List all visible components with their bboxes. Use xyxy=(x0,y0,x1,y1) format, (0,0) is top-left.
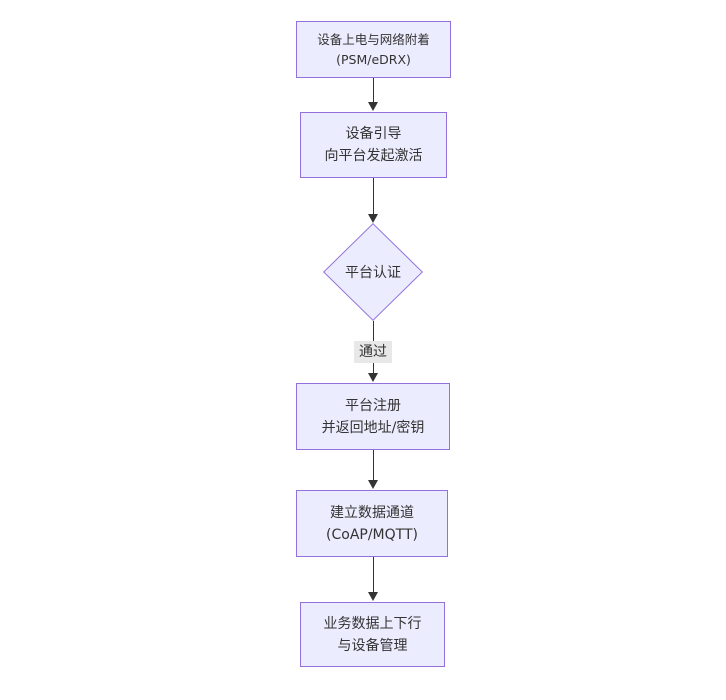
node-business-data-line1: 业务数据上下行 xyxy=(323,615,422,632)
arrow-power-to-bootstrap xyxy=(368,78,378,111)
arrow-channel-to-business xyxy=(368,557,378,601)
arrow-bootstrap-to-auth xyxy=(368,178,378,223)
arrow-shaft xyxy=(372,78,374,102)
arrow-shaft xyxy=(372,557,374,592)
arrow-down-icon xyxy=(368,214,378,223)
node-bootstrap: 设备引导 向平台发起激活 xyxy=(300,112,447,178)
arrow-register-to-channel xyxy=(368,450,378,489)
arrow-down-icon xyxy=(368,480,378,489)
edge-label-pass: 通过 xyxy=(354,341,392,363)
node-platform-register-line2: 并返回地址/密钥 xyxy=(321,419,425,436)
node-bootstrap-line1: 设备引导 xyxy=(345,126,402,142)
arrow-down-icon xyxy=(368,373,378,382)
node-power-attach: 设备上电与网络附着 (PSM/eDRX) xyxy=(296,21,451,78)
arrow-down-icon xyxy=(368,102,378,111)
decision-platform-auth: 平台认证 xyxy=(323,223,423,321)
node-data-channel-line2: (CoAP/MQTT) xyxy=(326,526,418,543)
arrow-down-icon xyxy=(368,592,378,601)
node-data-channel: 建立数据通道 (CoAP/MQTT) xyxy=(296,490,448,557)
node-business-data-line2: 与设备管理 xyxy=(337,637,408,654)
node-business-data: 业务数据上下行 与设备管理 xyxy=(300,602,445,667)
node-power-attach-line1: 设备上电与网络附着 xyxy=(317,31,430,47)
node-data-channel-line1: 建立数据通道 xyxy=(330,504,414,521)
decision-platform-auth-label: 平台认证 xyxy=(345,265,401,281)
arrow-shaft xyxy=(372,178,374,214)
diamond-shape-icon xyxy=(323,223,423,321)
node-bootstrap-line2: 向平台发起激活 xyxy=(324,148,423,164)
arrow-shaft xyxy=(372,450,374,480)
node-platform-register-line1: 平台注册 xyxy=(345,397,401,414)
node-platform-register: 平台注册 并返回地址/密钥 xyxy=(296,383,450,450)
node-power-attach-line2: (PSM/eDRX) xyxy=(336,51,411,67)
